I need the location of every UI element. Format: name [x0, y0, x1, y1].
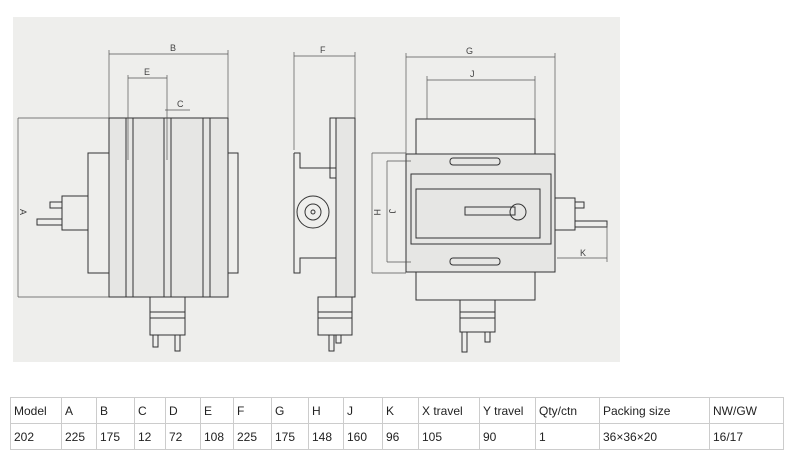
header-cell: G: [271, 397, 309, 424]
table-cell: 96: [382, 423, 419, 450]
dim-label-e: F: [320, 45, 326, 55]
dim-label-c: C: [177, 99, 184, 109]
table-cell: 90: [479, 423, 536, 450]
table-cell: 175: [96, 423, 135, 450]
table-cell: 16/17: [709, 423, 784, 450]
dim-label-g: H: [372, 209, 382, 216]
header-cell: B: [96, 397, 135, 424]
header-cell: Qty/ctn: [535, 397, 600, 424]
header-cell: E: [200, 397, 234, 424]
side-view: [293, 117, 356, 352]
table-cell: 202: [10, 423, 62, 450]
dim-label-f: G: [466, 46, 473, 56]
table-cell: 105: [418, 423, 480, 450]
table-cell: 175: [271, 423, 309, 450]
header-cell: Packing size: [599, 397, 710, 424]
header-cell: Y travel: [479, 397, 536, 424]
table-cell: 225: [61, 423, 97, 450]
table-cell: 1: [535, 423, 600, 450]
table-cell: 36×36×20: [599, 423, 710, 450]
dim-label-b: B: [170, 43, 176, 53]
table-cell: 225: [233, 423, 272, 450]
table-cell: 12: [134, 423, 166, 450]
header-cell: K: [382, 397, 419, 424]
technical-drawing: B E C A F G J H J K: [13, 17, 620, 362]
table-cell: 72: [165, 423, 201, 450]
dim-label-d: E: [144, 67, 150, 77]
header-cell: H: [308, 397, 344, 424]
header-cell: NW/GW: [709, 397, 784, 424]
header-cell: D: [165, 397, 201, 424]
header-cell: X travel: [418, 397, 480, 424]
table-cell: 148: [308, 423, 344, 450]
table-header-row: Model A B C D E F G H J K X travel Y tra…: [10, 397, 784, 424]
spec-table: Model A B C D E F G H J K X travel Y tra…: [10, 397, 784, 450]
header-cell: F: [233, 397, 272, 424]
dim-label-h: J: [387, 209, 397, 214]
table-cell: 160: [343, 423, 383, 450]
front-view: [405, 118, 608, 353]
dim-label-a: A: [18, 209, 28, 215]
header-cell: A: [61, 397, 97, 424]
top-view: [36, 117, 239, 352]
header-cell: Model: [10, 397, 62, 424]
header-cell: C: [134, 397, 166, 424]
header-cell: J: [343, 397, 383, 424]
dim-label-j: J: [470, 69, 475, 79]
table-cell: 108: [200, 423, 234, 450]
dim-label-k: K: [580, 248, 586, 258]
table-row: 202 225 175 12 72 108 225 175 148 160 96…: [10, 423, 784, 450]
